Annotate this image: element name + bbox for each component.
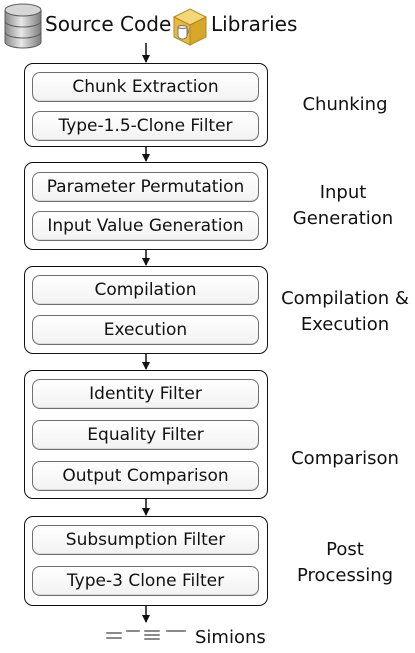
simions-label: Simions — [195, 627, 266, 648]
stage-comparison: Identity Filter Equality Filter Output C… — [24, 370, 268, 499]
database-icon — [4, 3, 42, 49]
library-box-icon — [172, 8, 208, 46]
step-subsumption-filter: Subsumption Filter — [32, 525, 259, 555]
step-equality-filter: Equality Filter — [32, 420, 259, 450]
stage-input-generation: Parameter Permutation Input Value Genera… — [24, 162, 268, 250]
stage-post-processing: Subsumption Filter Type-3 Clone Filter — [24, 516, 268, 606]
equivalence-lines-icon — [106, 630, 186, 640]
step-input-value-generation: Input Value Generation — [32, 211, 259, 241]
stage-chunking: Chunk Extraction Type-1.5-Clone Filter — [24, 63, 268, 147]
step-compilation: Compilation — [32, 275, 259, 305]
step-type-1-5-clone-filter: Type-1.5-Clone Filter — [32, 111, 259, 141]
step-type-3-clone-filter: Type-3 Clone Filter — [32, 566, 259, 596]
stage-compilation-execution: Compilation Execution — [24, 266, 268, 354]
stage-label-input-generation: Input Generation — [292, 182, 394, 229]
libraries-label: Libraries — [211, 12, 298, 36]
step-identity-filter: Identity Filter — [32, 379, 259, 409]
stage-label-comparison: Comparison — [291, 448, 399, 469]
step-execution: Execution — [32, 315, 259, 345]
stage-label-compilation-execution: Compilation & Execution — [281, 288, 409, 335]
source-code-label: Source Code — [45, 12, 172, 36]
step-output-comparison: Output Comparison — [32, 461, 259, 491]
step-chunk-extraction: Chunk Extraction — [32, 72, 259, 102]
stage-label-chunking: Chunking — [302, 94, 388, 115]
stage-label-post-processing: Post Processing — [296, 539, 394, 586]
step-parameter-permutation: Parameter Permutation — [32, 172, 259, 202]
